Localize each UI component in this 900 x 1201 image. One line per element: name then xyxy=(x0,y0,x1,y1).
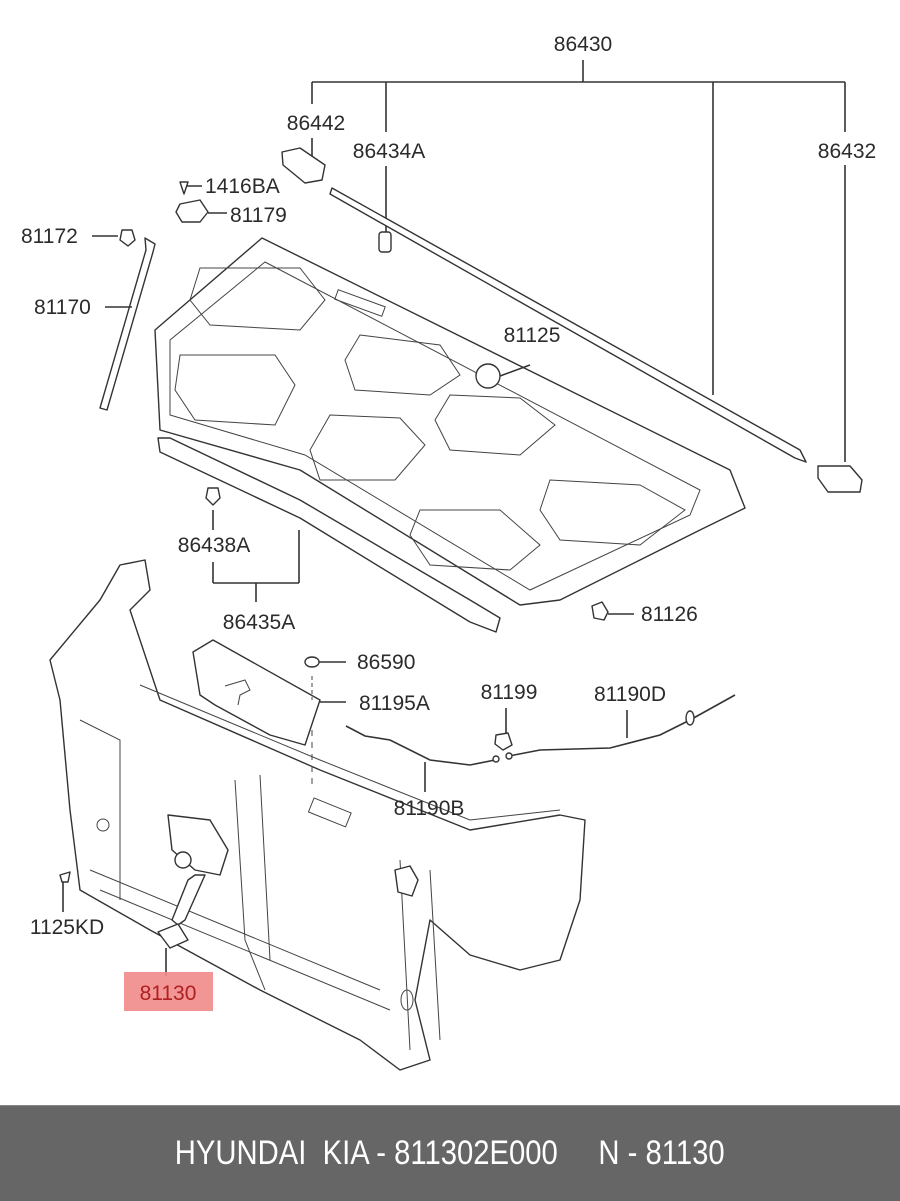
seal-86435A[interactable] xyxy=(157,437,501,633)
weatherstrip-86430[interactable] xyxy=(329,187,807,463)
hood-insulator-81125[interactable] xyxy=(154,237,746,606)
part-number-text: HYUNDAI KIA - 811302E000 N - 81130 xyxy=(175,1134,725,1172)
label-81190B[interactable]: 81190B xyxy=(394,797,465,820)
label-81195A[interactable]: 81195A xyxy=(359,692,430,715)
bolt-1125KD[interactable] xyxy=(59,871,71,912)
cable-81190B[interactable] xyxy=(345,725,500,792)
clip-81199[interactable] xyxy=(494,708,513,751)
hood-bumper-86442[interactable] xyxy=(281,147,326,184)
label-86432[interactable]: 86432 xyxy=(818,140,876,163)
label-86435A[interactable]: 86435A xyxy=(223,611,295,634)
clip-86438A[interactable] xyxy=(205,487,221,506)
end-bumper-86432[interactable] xyxy=(817,465,863,493)
highlight-81130 xyxy=(124,972,213,1011)
bumper-81179[interactable] xyxy=(175,199,227,223)
label-81199[interactable]: 81199 xyxy=(481,681,538,704)
label-1125KD[interactable]: 1125KD xyxy=(30,916,104,939)
label-1416BA[interactable]: 1416BA xyxy=(205,175,280,198)
label-81125[interactable]: 81125 xyxy=(504,324,561,347)
label-81190D[interactable]: 81190D xyxy=(594,683,666,706)
label-81130[interactable]: 81130 xyxy=(140,982,197,1005)
label-86434A[interactable]: 86434A xyxy=(353,140,425,163)
clip-86434A[interactable] xyxy=(378,231,392,253)
part-number-footer: HYUNDAI KIA - 811302E000 N - 81130 xyxy=(0,1105,900,1201)
gas-strut-81170[interactable] xyxy=(99,237,156,411)
label-81170[interactable]: 81170 xyxy=(34,296,91,319)
label-86442[interactable]: 86442 xyxy=(287,112,345,135)
parts-diagram: 86430 86442 86434A 86432 1416BA 81179 81… xyxy=(21,33,876,1071)
label-86430[interactable]: 86430 xyxy=(554,33,612,56)
bracket-86430 xyxy=(311,60,846,462)
ball-stud-81172[interactable] xyxy=(92,229,136,247)
cable-81190D[interactable] xyxy=(505,694,736,760)
latch-cover-81195A[interactable] xyxy=(192,639,346,790)
label-81126[interactable]: 81126 xyxy=(641,603,698,626)
bumper-81126[interactable] xyxy=(591,601,634,621)
screw-1416BA[interactable] xyxy=(179,181,202,195)
label-81172[interactable]: 81172 xyxy=(21,225,78,248)
label-81179[interactable]: 81179 xyxy=(230,204,287,227)
label-86438A[interactable]: 86438A xyxy=(178,534,250,557)
hood-latch-81130[interactable] xyxy=(157,814,229,976)
bracket-86435A xyxy=(212,510,300,602)
label-86590[interactable]: 86590 xyxy=(357,651,415,674)
clip-86590[interactable] xyxy=(304,656,346,668)
